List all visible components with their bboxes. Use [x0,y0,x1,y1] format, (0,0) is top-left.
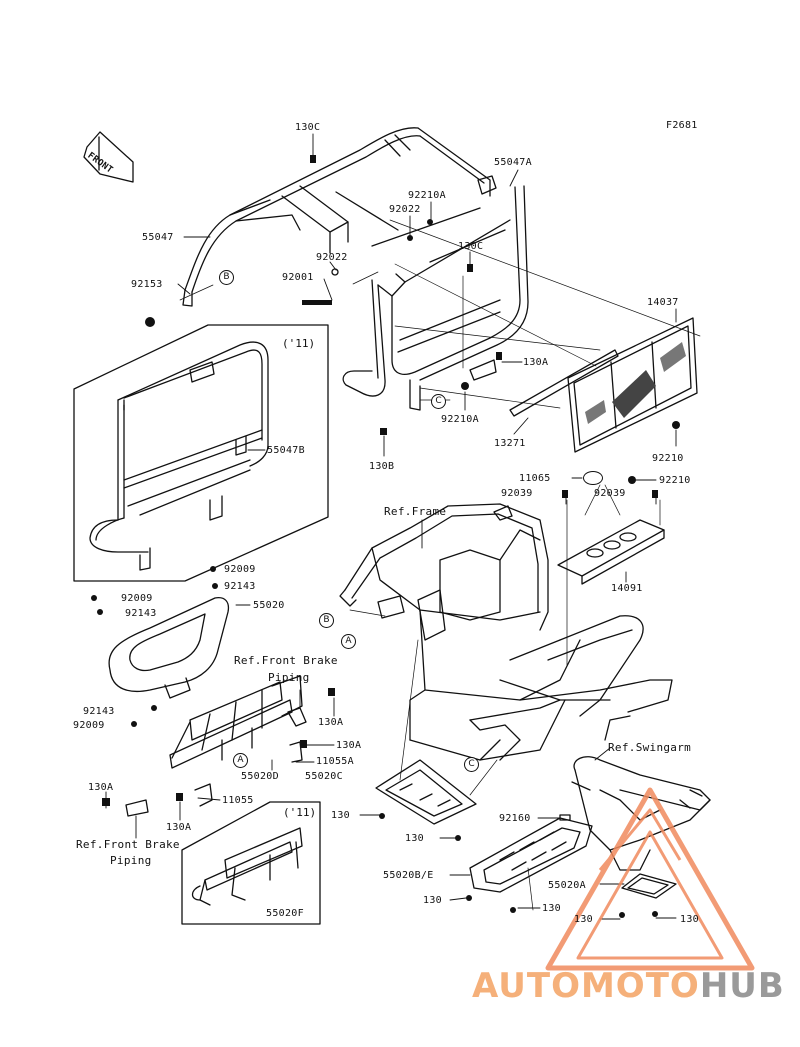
part-92143-b: 92143 [125,608,157,619]
vehicle-frame [339,503,673,761]
tray-14091 [557,519,665,585]
ref-swingarm: Ref.Swingarm [608,741,692,754]
part-14091: 14091 [611,583,643,594]
part-130A-c: 130A [88,782,114,793]
part-11055: 11055 [222,795,254,806]
callout-A-left: A [233,753,248,768]
ref-front-brake-piping-top-2: Piping [268,671,310,684]
part-11055A: 11055A [316,756,354,767]
part-55020F: 55020F [266,908,304,919]
part-130A-b: 130A [336,740,362,751]
part-55047A: 55047A [494,157,532,168]
bracket-11055 [194,783,213,807]
part-130C-mid: 130C [458,241,484,252]
ref-front-brake-piping-bottom-1: Ref.Front Brake [76,838,180,851]
part-130-b: 130 [405,833,424,844]
part-92210A-top: 92210A [408,190,446,201]
part-92210-b: 92210 [659,475,691,486]
callout-C-top: C [431,394,446,409]
bracket-11055A [289,741,303,763]
part-55020C: 55020C [305,771,343,782]
part-130A-a: 130A [318,717,344,728]
part-130A-mid: 130A [523,357,549,368]
part-92001: 92001 [282,272,314,283]
part-92009-a: 92009 [224,564,256,575]
part-130C-top: 130C [295,122,321,133]
callout-B-frame: B [319,613,334,628]
part-92022-a: 92022 [389,204,421,215]
part-55047: 55047 [142,232,174,243]
rear-panel-14037 [567,317,698,453]
part-130-a: 130 [331,810,350,821]
swingarm [571,756,711,871]
fasteners [91,155,680,918]
rear-guard-55047 [182,127,497,307]
watermark-logo [545,787,755,971]
part-92022-b: 92022 [316,252,348,263]
part-130-e: 130 [574,914,593,925]
inset-year-top: ('11) [282,337,316,350]
part-55020D: 55020D [241,771,279,782]
front-arrow-icon [83,131,134,183]
inset-year-bottom: ('11) [283,806,317,819]
ref-front-brake-piping-top-1: Ref.Front Brake [234,654,338,667]
part-92143-a: 92143 [224,581,256,592]
part-130A-d: 130A [166,822,192,833]
part-130-c: 130 [423,895,442,906]
front-guard-55020 [108,596,230,699]
part-130-d: 130 [542,903,561,914]
part-55047B: 55047B [267,445,305,456]
part-11065: 11065 [519,473,551,484]
part-92039-a: 92039 [501,488,533,499]
part-92210-a: 92210 [652,453,684,464]
part-92160: 92160 [499,813,531,824]
callout-B-top: B [219,270,234,285]
rear-guard-55047A [342,185,529,411]
part-13271: 13271 [494,438,526,449]
callout-A-frame: A [341,634,356,649]
part-92009-c: 92009 [73,720,105,731]
skid-plate-55020C [375,759,477,825]
part-14037: 14037 [647,297,679,308]
inset-55020F [181,801,321,925]
part-55020B-E: 55020B/E [383,870,434,881]
part-55020: 55020 [253,600,285,611]
part-92143-c: 92143 [83,706,115,717]
part-92039-b: 92039 [594,488,626,499]
part-92153: 92153 [131,279,163,290]
part-92009-b: 92009 [121,593,153,604]
skid-plate-55020A [621,873,677,899]
ref-frame: Ref.Frame [384,505,447,518]
watermark-text: AUTOMOTOHUB [472,966,785,1006]
strip-13271 [509,349,619,417]
part-130B: 130B [369,461,395,472]
callout-C-frame: C [464,757,479,772]
part-92210A-mid: 92210A [441,414,479,425]
inset-55047B [73,324,329,582]
ref-front-brake-piping-bottom-2: Piping [110,854,152,867]
part-55020A: 55020A [548,880,586,891]
washer-11065-icon [583,471,603,485]
diagram-code: F2681 [666,120,698,131]
part-130-f: 130 [680,914,699,925]
